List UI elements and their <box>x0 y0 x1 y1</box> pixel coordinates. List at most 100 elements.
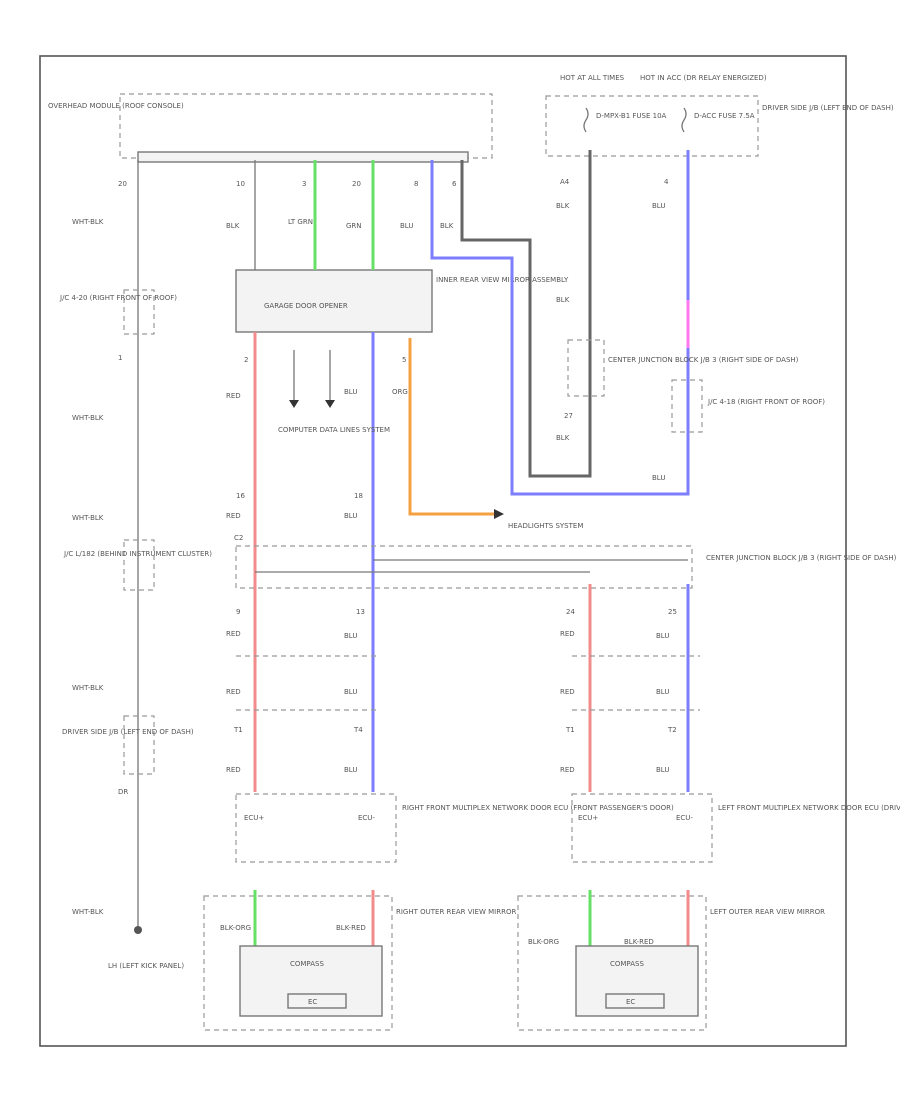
ecu-plus-right: ECU+ <box>244 814 264 822</box>
wire-blu-label-6: BLU <box>344 632 357 640</box>
data-arrow-2 <box>325 400 335 408</box>
pin-6: 6 <box>452 180 457 188</box>
wire-red-label-4: RED <box>226 688 241 696</box>
wire-red-label-5: RED <box>226 766 241 774</box>
wire-blk-red-right: BLK-RED <box>336 924 366 932</box>
pin-20-mid: 20 <box>352 180 361 188</box>
pin-t2: T2 <box>667 726 677 734</box>
wire-blu-loop <box>430 150 690 496</box>
pin-20-left: 20 <box>118 180 127 188</box>
driver-jb-left-label: DRIVER SIDE J/B (LEFT END OF DASH) <box>62 728 194 736</box>
pin-a4: A4 <box>560 178 570 186</box>
diagram-frame <box>39 55 847 1047</box>
driver-side-jb-top-label: DRIVER SIDE J/B (LEFT END OF DASH) <box>762 104 894 112</box>
right-outer-mirror-label: RIGHT OUTER REAR VIEW MIRROR <box>396 908 516 916</box>
garage-door-opener-label: GARAGE DOOR OPENER <box>264 302 348 310</box>
left-compass-label: COMPASS <box>610 960 644 968</box>
wire-org-label: ORG <box>392 388 408 396</box>
wire-blu-label-7: BLU <box>344 688 357 696</box>
pin-3: 3 <box>302 180 306 188</box>
right-ec-label: EC <box>308 998 317 1006</box>
dmpx-fuse-label: D-MPX-B1 FUSE 10A <box>596 112 667 120</box>
wire-red-label-3: RED <box>226 630 241 638</box>
left-ec-element <box>605 993 665 1009</box>
data-arrow-1 <box>289 400 299 408</box>
wire-gray-loop <box>460 150 592 478</box>
wire-blk-5: BLK <box>556 434 570 442</box>
wire-red-label-6: RED <box>560 630 575 638</box>
pin-t1-left: T1 <box>233 726 243 734</box>
pin-13: 13 <box>356 608 365 616</box>
wire-wht-blk-4: WHT-BLK <box>72 684 104 692</box>
wire-blu-label-10: BLU <box>656 688 669 696</box>
wire-red-label-1: RED <box>226 392 241 400</box>
center-jb-upper-box <box>567 339 605 397</box>
pin-16: 16 <box>236 492 245 500</box>
wire-blk-org-right: BLK-ORG <box>220 924 251 932</box>
wire-blu-label-8: BLU <box>344 766 357 774</box>
wire-wht-blk-3: WHT-BLK <box>72 514 104 522</box>
wire-wht-blk-5: WHT-BLK <box>72 908 104 916</box>
wire-blu-label-2: BLU <box>652 202 665 210</box>
wire-blu-label-1: BLU <box>400 222 413 230</box>
left-outer-mirror-label: LEFT OUTER REAR VIEW MIRROR <box>710 908 825 916</box>
center-jb-upper-label: CENTER JUNCTION BLOCK J/B 3 (RIGHT SIDE … <box>608 356 799 364</box>
left-ec-label: EC <box>626 998 635 1006</box>
pin-1: 1 <box>118 354 122 362</box>
ecu-plus-left: ECU+ <box>578 814 598 822</box>
fuse-symbol-2 <box>681 107 687 133</box>
garage-door-opener <box>235 269 433 333</box>
ecu-minus-right: ECU- <box>358 814 375 822</box>
pin-27: 27 <box>564 412 573 420</box>
center-jb-lower-box <box>235 545 693 589</box>
pin-2: 2 <box>244 356 248 364</box>
left-outer-mirror-box <box>517 895 707 1031</box>
overhead-module-label: OVERHEAD MODULE (ROOF CONSOLE) <box>48 102 184 110</box>
wire-blk-red-left: BLK-RED <box>624 938 654 946</box>
right-compass-label: COMPASS <box>290 960 324 968</box>
wire-blu-label-9: BLU <box>656 632 669 640</box>
wire-red-label-8: RED <box>560 766 575 774</box>
pin-24: 24 <box>566 608 575 616</box>
ground-label: LH (LEFT KICK PANEL) <box>108 962 184 970</box>
center-jb-lower-label: CENTER JUNCTION BLOCK J/B 3 (RIGHT SIDE … <box>706 554 897 562</box>
ecu-minus-left: ECU- <box>676 814 693 822</box>
right-front-door-ecu-label: RIGHT FRONT MULTIPLEX NETWORK DOOR ECU (… <box>402 804 674 812</box>
jc-instrument-label: J/C L/182 (BEHIND INSTRUMENT CLUSTER) <box>63 550 212 558</box>
wire-ltgrn-label: LT GRN <box>288 218 313 226</box>
wire-red-label-2: RED <box>226 512 241 520</box>
right-front-door-ecu-box <box>235 793 397 863</box>
jc-roof-left-label: J/C 4-20 (RIGHT FRONT OF ROOF) <box>59 294 177 302</box>
wire-blk-3: BLK <box>556 202 570 210</box>
jc-roof-left-box <box>123 289 155 335</box>
wire-blk-org-left: BLK-ORG <box>528 938 559 946</box>
right-outer-mirror-box <box>203 895 393 1031</box>
pin-t4: T4 <box>353 726 363 734</box>
jc-instrument-box <box>123 539 155 591</box>
driver-jb-left-box <box>123 715 155 775</box>
pin-c2: C2 <box>234 534 243 542</box>
pin-4: 4 <box>664 178 669 186</box>
wire-grn-label: GRN <box>346 222 362 230</box>
computer-data-lines-label: COMPUTER DATA LINES SYSTEM <box>278 426 390 434</box>
wire-blu-label-5: BLU <box>344 512 357 520</box>
pin-9: 9 <box>236 608 240 616</box>
fuse-symbol-1 <box>583 107 589 133</box>
pin-25: 25 <box>668 608 677 616</box>
hot-at-all-times-label: HOT AT ALL TIMES <box>560 74 625 82</box>
wire-blk-4: BLK <box>556 296 570 304</box>
pin-8: 8 <box>414 180 418 188</box>
overhead-connector <box>137 151 469 163</box>
fuse-box <box>545 95 759 157</box>
wire-org <box>408 338 494 516</box>
wire-red-label-7: RED <box>560 688 575 696</box>
pin-dr: DR <box>118 788 128 796</box>
headlights-arrow <box>494 509 504 519</box>
wire-wht-blk-2: WHT-BLK <box>72 414 104 422</box>
pin-5: 5 <box>402 356 406 364</box>
hot-in-acc-label: HOT IN ACC (DR RELAY ENERGIZED) <box>640 74 767 82</box>
pin-18: 18 <box>354 492 363 500</box>
wire-wht-blk-1: WHT-BLK <box>72 218 104 226</box>
wire-blu-label-11: BLU <box>656 766 669 774</box>
ground-point <box>134 926 142 934</box>
